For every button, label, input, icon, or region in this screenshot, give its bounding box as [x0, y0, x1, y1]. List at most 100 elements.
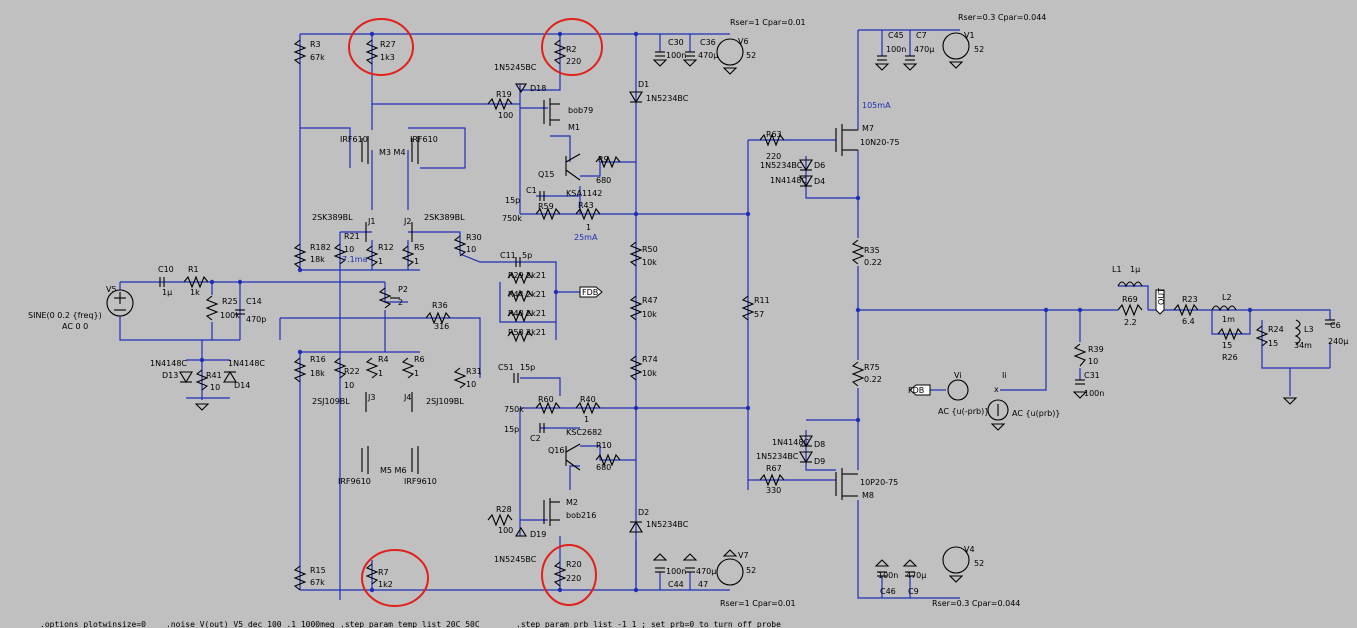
label-C14-value: 470p: [246, 315, 266, 324]
label-R4-value: 1: [378, 369, 383, 378]
label-M2: M2: [566, 498, 578, 507]
directive-options: .options plotwinsize=0: [40, 620, 146, 628]
label-J3: J3: [367, 393, 375, 402]
label-R7: R7: [378, 568, 389, 577]
label-R19-value: 100: [498, 111, 513, 120]
label-C6-value: 240µ: [1328, 337, 1348, 346]
label-R63-value: 220: [766, 152, 781, 161]
label-R11: R11: [754, 296, 770, 305]
label-R41: R41: [206, 371, 222, 380]
label-P2: P2: [398, 285, 408, 294]
label-2SK389BL-a: 2SK389BL: [312, 213, 353, 222]
label-R35-value: 0.22: [864, 258, 882, 267]
label-C2: C2: [530, 434, 541, 443]
label-V1-value: 52: [974, 45, 984, 54]
label-rser-top: Rser=1 Cpar=0.01: [730, 18, 806, 27]
label-R19: R19: [496, 90, 512, 99]
label-R50: R50: [642, 245, 658, 254]
label-D14: D14: [234, 381, 250, 390]
label-J2: J2: [403, 217, 411, 226]
label-P2-value: 2: [398, 298, 403, 307]
directive-noise: .noise V(out) V5 dec 100 .1 1000meg: [166, 620, 335, 628]
net-flags: [579, 286, 1165, 396]
label-R59-value: 750k: [502, 214, 522, 223]
label-R35: R35: [864, 246, 880, 255]
label-R53: R53: [508, 328, 524, 337]
label-M7-type: 10N20-75: [860, 138, 899, 147]
label-D19: D19: [530, 530, 546, 539]
label-R12-value: 1: [378, 257, 383, 266]
label-M8: M8: [862, 491, 874, 500]
label-L3-value: 34m: [1294, 341, 1312, 350]
label-R20: R20: [566, 560, 582, 569]
wires: [119, 29, 1331, 600]
label-D18: D18: [530, 84, 546, 93]
directive-step-temp: .step param temp list 20C 50C: [340, 620, 480, 628]
label-V6-value: 52: [746, 51, 756, 60]
label-C36: C36: [700, 38, 716, 47]
label-R21: R21: [344, 232, 360, 241]
label-R60-value: 750k: [504, 405, 524, 414]
label-M8-type: 10P20-75: [860, 478, 898, 487]
label-Q15: Q15: [538, 170, 554, 179]
label-2SK389BL-b: 2SK389BL: [424, 213, 465, 222]
label-irf9610-b: IRF9610: [404, 477, 437, 486]
label-C1: C1: [526, 186, 537, 195]
label-D6-type: 1N5234BC: [760, 161, 803, 170]
label-R63: R63: [766, 130, 782, 139]
label-Q16-type: KSC2682: [566, 428, 602, 437]
label-V4-value: 52: [974, 559, 984, 568]
label-rser-top2: Rser=0.3 Cpar=0.044: [958, 13, 1046, 22]
resistors: [183, 39, 1269, 591]
label-C47: 47: [698, 580, 708, 589]
label-R22: R22: [344, 367, 360, 376]
label-M5-M6: M5 M6: [380, 466, 407, 475]
label-R41-value: 10: [210, 383, 220, 392]
label-C11: C11: [500, 251, 516, 260]
label-R4: R4: [378, 355, 389, 364]
label-M1: M1: [568, 123, 580, 132]
label-R43-value: 1: [586, 223, 591, 232]
label-V7: V7: [738, 551, 749, 560]
label-current-25mA: 25mA: [574, 233, 598, 242]
label-C1-value: 15p: [505, 196, 520, 205]
label-D4-type: 1N4148C: [770, 176, 807, 185]
label-V6: V6: [738, 37, 749, 46]
label-R47: R47: [642, 296, 658, 305]
label-D13-type: 1N4148C: [150, 359, 187, 368]
label-R67-value: 330: [766, 486, 781, 495]
label-R23-value: 6.4: [1182, 317, 1195, 326]
label-R31-value: 10: [466, 380, 476, 389]
label-current-105mA: 105mA: [862, 101, 891, 110]
label-V5: V5: [106, 285, 117, 294]
label-R2-value: 220: [566, 57, 581, 66]
label-R53-value: 2k21: [526, 328, 546, 337]
sources: [106, 32, 1009, 586]
label-C51: C51: [498, 363, 514, 372]
label-L2-value: 1m: [1222, 315, 1235, 324]
label-V5-ac: AC 0 0: [62, 322, 88, 331]
label-R6-value: 1: [414, 369, 419, 378]
label-R182: R182: [310, 243, 331, 252]
diodes: [179, 83, 813, 537]
label-R26: R26: [1222, 353, 1238, 362]
label-R9: R9: [598, 155, 609, 164]
label-R9-value: 680: [596, 176, 611, 185]
component-labels: R3 67k R27 1k3 R2 220 1N5245BC D18 C30 1…: [28, 13, 1348, 608]
label-D1-type: 1N5234BC: [646, 94, 689, 103]
label-C9-value: 470µ: [906, 571, 926, 580]
label-R74-value: 10k: [642, 369, 657, 378]
label-R44: R44: [508, 290, 524, 299]
label-D9-type: 1N5234BC: [756, 452, 799, 461]
label-D8-type: 1N4148C: [772, 438, 809, 447]
label-C46-value: 100n: [878, 571, 898, 580]
label-R59: R59: [538, 202, 554, 211]
label-current-7.1ma: 7.1ma: [342, 255, 368, 264]
label-R3-value: 67k: [310, 53, 325, 62]
label-R20-value: 220: [566, 574, 581, 583]
label-C30-value: 100n: [666, 51, 686, 60]
label-x: x: [994, 385, 999, 394]
label-irf610-a: IRF610: [340, 135, 368, 144]
label-OUT-flag: OUT: [1157, 288, 1166, 305]
